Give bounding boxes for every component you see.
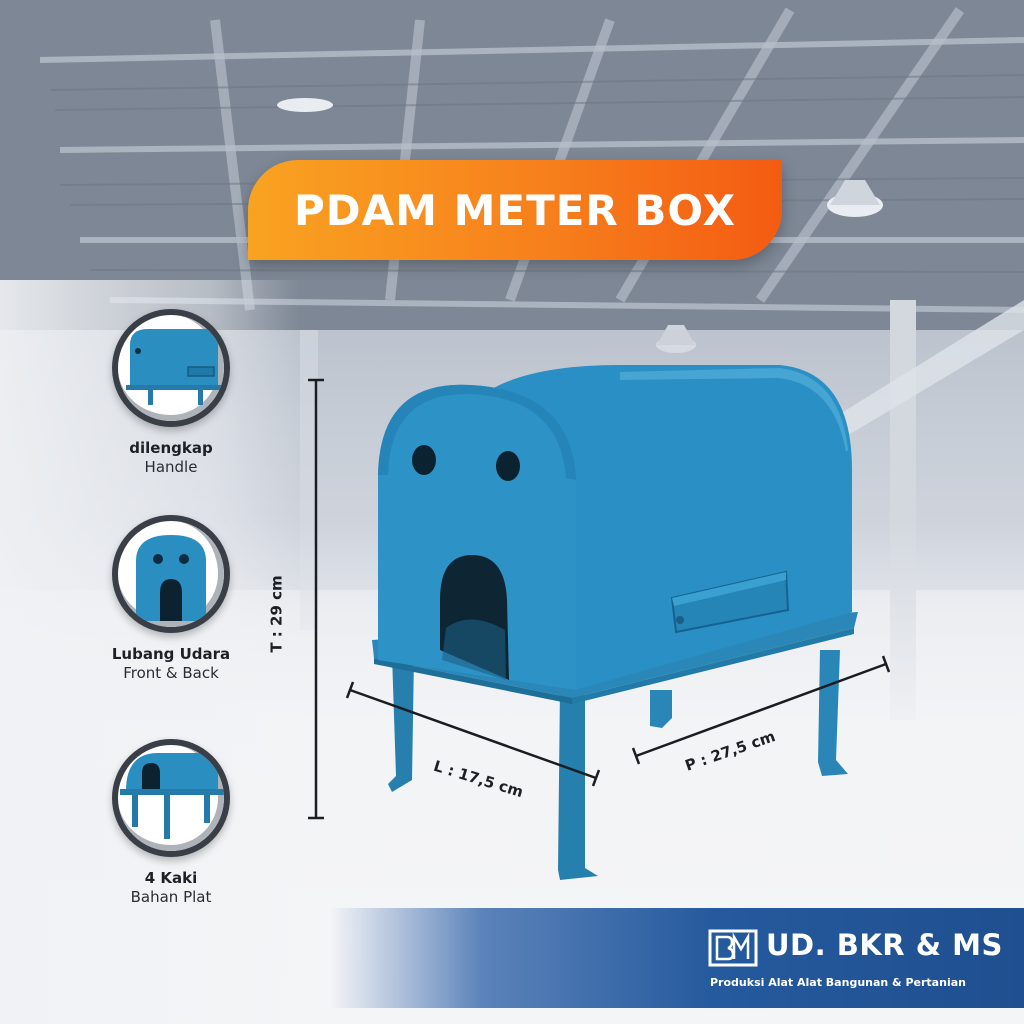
feature-title: Lubang Udara	[111, 645, 231, 663]
feature-subtitle: Front & Back	[123, 664, 219, 682]
height-dimension-line	[308, 378, 324, 820]
title-banner: PDAM METER BOX	[248, 160, 782, 260]
feature-title: dilengkap	[129, 439, 213, 457]
feature-title: 4 Kaki	[144, 869, 198, 887]
length-dimension-line	[631, 655, 891, 765]
four-legs-thumbnail	[112, 739, 230, 857]
brand-logo-icon	[708, 929, 758, 967]
feature-air-holes: Lubang Udara Front & Back	[86, 515, 256, 682]
feature-subtitle: Bahan Plat	[130, 888, 212, 906]
handle-thumbnail	[112, 309, 230, 427]
height-label: T : 29 cm	[267, 575, 286, 653]
page-title: PDAM METER BOX	[294, 185, 736, 235]
brand-bar	[330, 908, 1024, 1008]
width-dimension-line	[345, 681, 601, 787]
feature-subtitle: Handle	[144, 458, 198, 476]
brand-tagline: Produksi Alat Alat Bangunan & Pertanian	[710, 976, 966, 989]
feature-handle: dilengkap Handle	[86, 309, 256, 476]
feature-legs: 4 Kaki Bahan Plat	[86, 739, 256, 906]
air-hole-thumbnail	[112, 515, 230, 633]
brand-name: UD. BKR & MS	[766, 928, 1003, 962]
